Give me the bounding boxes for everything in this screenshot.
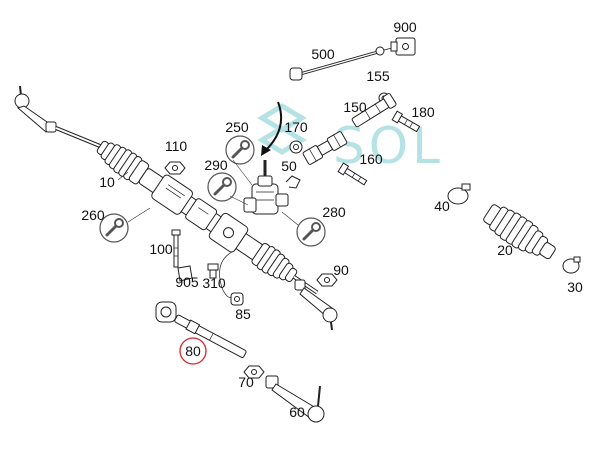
part-85-nut bbox=[230, 292, 244, 306]
wrench-icon-4 bbox=[296, 217, 326, 247]
watermark-chevron-icon bbox=[257, 103, 307, 133]
wrench-icon bbox=[225, 135, 255, 165]
callout-60: 60 bbox=[289, 404, 305, 420]
part-90-nut bbox=[316, 273, 338, 287]
callout-80: 80 bbox=[185, 343, 201, 359]
part-170-ring bbox=[289, 140, 303, 154]
left-bellows bbox=[96, 140, 150, 185]
part-30-clamp bbox=[562, 256, 581, 274]
callout-20: 20 bbox=[497, 242, 513, 258]
part-100-bolt bbox=[171, 229, 181, 268]
callout-290: 290 bbox=[204, 157, 228, 173]
callout-170: 170 bbox=[284, 119, 308, 135]
part-310-bolt bbox=[207, 263, 219, 279]
watermark-text: SOL bbox=[333, 117, 444, 175]
callout-50: 50 bbox=[281, 158, 297, 174]
callout-90: 90 bbox=[333, 262, 349, 278]
callout-900: 900 bbox=[393, 19, 417, 35]
part-500-rod bbox=[289, 46, 385, 81]
part-160-bolt bbox=[337, 162, 368, 186]
part-50-clip bbox=[285, 175, 301, 189]
part-60-tie-rod-end bbox=[265, 375, 325, 423]
universal-joint bbox=[302, 131, 348, 165]
wrench-icon-2 bbox=[207, 172, 237, 202]
part-180-bolt bbox=[391, 110, 421, 133]
callout-250: 250 bbox=[225, 119, 249, 135]
part-110-nut bbox=[164, 161, 186, 175]
curved-arrow-icon bbox=[261, 101, 282, 156]
callout-905: 905 bbox=[175, 274, 199, 290]
callout-70: 70 bbox=[238, 374, 254, 390]
leader-lines bbox=[117, 159, 299, 226]
callout-150: 150 bbox=[343, 99, 367, 115]
callout-155: 155 bbox=[366, 68, 390, 84]
callout-310: 310 bbox=[202, 275, 226, 291]
callout-260: 260 bbox=[81, 207, 105, 223]
part-10-steering-rack bbox=[96, 140, 319, 295]
part-70-nut bbox=[243, 365, 265, 379]
part-20-bellows-boot bbox=[483, 204, 556, 260]
callout-280: 280 bbox=[322, 204, 346, 220]
callout-500: 500 bbox=[311, 46, 335, 62]
wrench-icon-3 bbox=[99, 213, 129, 243]
left-tie-rod-end bbox=[14, 85, 101, 148]
part-80-inner-tie-rod bbox=[155, 301, 247, 358]
highlight-circle bbox=[179, 337, 207, 365]
watermark-logo: SOL bbox=[257, 103, 444, 175]
part-150-sensor bbox=[351, 93, 397, 128]
callout-160: 160 bbox=[359, 151, 383, 167]
callout-100: 100 bbox=[149, 241, 173, 257]
rack-housing bbox=[138, 168, 264, 261]
right-bellows bbox=[251, 242, 298, 282]
pinion-valve-housing bbox=[243, 160, 289, 215]
right-tie-rod-end bbox=[294, 279, 338, 331]
part-900-bracket bbox=[383, 37, 416, 56]
callouts: 900 500 155 150 180 250 170 110 290 50 1… bbox=[81, 19, 583, 420]
callout-10: 10 bbox=[99, 174, 115, 190]
callout-30: 30 bbox=[567, 279, 583, 295]
callout-180: 180 bbox=[411, 104, 435, 120]
callout-110: 110 bbox=[165, 138, 188, 154]
part-40-clamp bbox=[447, 183, 471, 205]
callout-40: 40 bbox=[434, 198, 450, 214]
watermark-chevron-icon-2 bbox=[257, 125, 307, 155]
callout-85: 85 bbox=[235, 306, 251, 322]
part-905-tag bbox=[177, 265, 193, 282]
